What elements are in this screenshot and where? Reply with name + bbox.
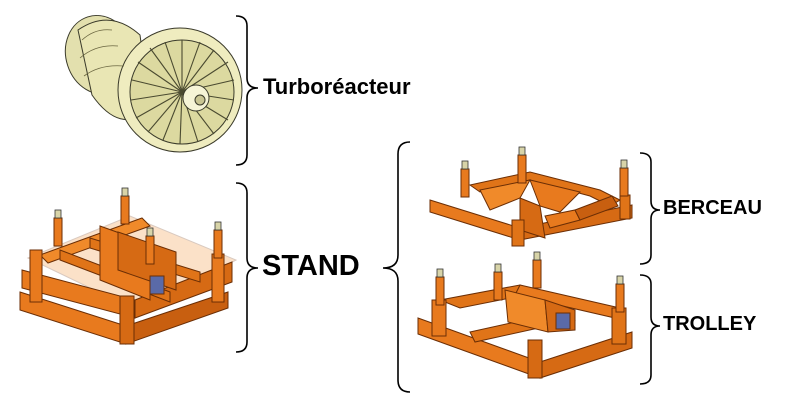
bracket-turboreacteur bbox=[235, 15, 259, 166]
cradle-frame-icon bbox=[429, 146, 633, 247]
turbofan-engine-icon bbox=[64, 15, 243, 153]
bracket-berceau bbox=[639, 152, 661, 265]
assembled-stand-icon bbox=[19, 187, 238, 345]
bracket-stand-left bbox=[235, 182, 259, 353]
label-berceau: BERCEAU bbox=[663, 197, 762, 219]
trolley-frame-icon bbox=[417, 251, 633, 379]
label-stand: STAND bbox=[262, 250, 360, 282]
label-turboreacteur: Turboréacteur bbox=[263, 74, 411, 99]
label-trolley: TROLLEY bbox=[663, 313, 757, 335]
bracket-trolley bbox=[639, 274, 661, 385]
bracket-stand-right bbox=[382, 141, 411, 393]
